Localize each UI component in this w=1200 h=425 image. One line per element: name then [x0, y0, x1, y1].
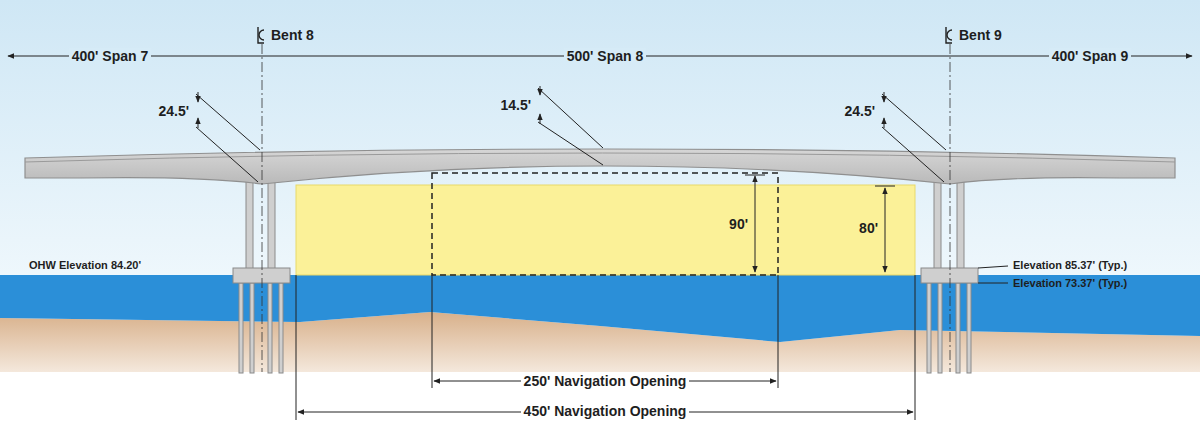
- depth-dimension-label: 24.5': [155, 103, 192, 119]
- elevation-label: Elevation 73.37' (Typ.): [1010, 277, 1130, 290]
- depth-dimension: [196, 86, 946, 182]
- bridge-girder: [25, 149, 1175, 184]
- pier: [233, 178, 290, 373]
- elevation-label: Elevation 85.37' (Typ.): [1010, 259, 1130, 272]
- deck-line: [25, 153, 1175, 162]
- clearance-label: 90': [726, 216, 751, 232]
- span-label: 500' Span 8: [564, 48, 646, 64]
- water-elevation-label: OHW Elevation 84.20': [26, 259, 144, 272]
- centerline: [262, 44, 950, 372]
- clearance-dimension: [745, 175, 895, 272]
- navigation-envelope: [432, 173, 778, 275]
- opening-label: 250' Navigation Opening: [521, 373, 690, 389]
- depth-dimension-label: 14.5': [497, 97, 534, 113]
- span-label: 400' Span 9: [1049, 48, 1131, 64]
- sky: [0, 0, 1200, 275]
- leader-line: [978, 266, 1008, 283]
- pier: [921, 178, 978, 373]
- clearance-band: [296, 185, 915, 275]
- centerline-symbol: [258, 27, 952, 43]
- bent-label: Bent 8: [268, 27, 317, 43]
- opening-label: 450' Navigation Opening: [521, 403, 690, 419]
- span-label: 400' Span 7: [69, 48, 151, 64]
- water: [0, 275, 1200, 342]
- depth-dimension-label: 24.5': [841, 103, 878, 119]
- clearance-label: 80': [856, 220, 881, 236]
- opening-dimension: [296, 275, 915, 420]
- bent-label: Bent 9: [956, 27, 1005, 43]
